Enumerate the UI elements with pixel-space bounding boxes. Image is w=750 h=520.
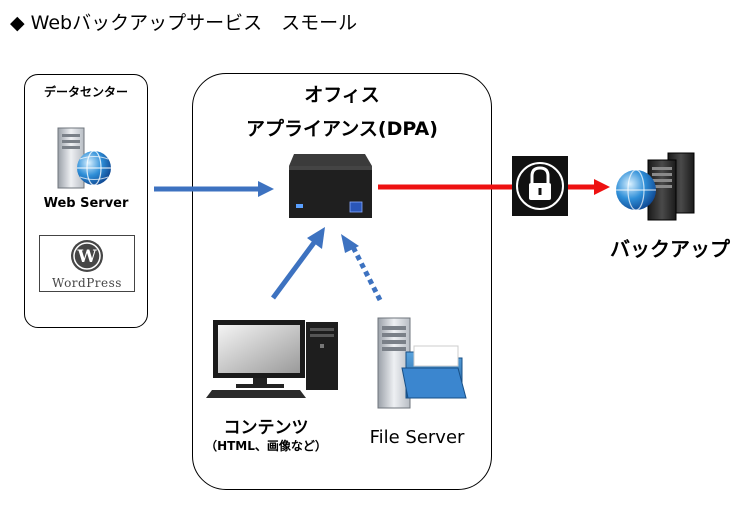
arrow-fileserver-to-appliance: [341, 234, 383, 302]
file-server-icon: [377, 317, 467, 409]
arrow-datacenter-to-appliance: [154, 181, 274, 197]
contents-sublabel: （HTML、画像など）: [205, 439, 327, 453]
arrow-appliance-to-backup: [378, 179, 610, 195]
office-box: [192, 73, 492, 490]
contents-label: コンテンツ: [223, 418, 309, 438]
web-server-label: Web Server: [43, 196, 129, 211]
mini-pc-icon: [289, 154, 372, 218]
wordpress-logo-text: WordPress: [52, 276, 122, 290]
web-server-globe-icon: [57, 127, 111, 189]
datacenter-box: [24, 74, 148, 328]
svg-text:W: W: [76, 247, 97, 267]
wordpress-logo-icon: W: [71, 240, 103, 272]
lock-icon: [512, 156, 568, 216]
backup-label: バックアップ: [610, 237, 730, 261]
datacenter-title: データセンター: [43, 85, 128, 99]
page-title: ◆ Webバックアップサービス スモール: [10, 12, 358, 34]
backup-server-icon: [616, 152, 695, 221]
arrow-contents-to-appliance: [270, 227, 325, 300]
file-server-label: File Server: [369, 427, 465, 448]
desktop-computer-icon: [206, 320, 338, 398]
office-title: オフィス: [304, 84, 380, 106]
appliance-label: アプライアンス(DPA): [246, 118, 438, 140]
